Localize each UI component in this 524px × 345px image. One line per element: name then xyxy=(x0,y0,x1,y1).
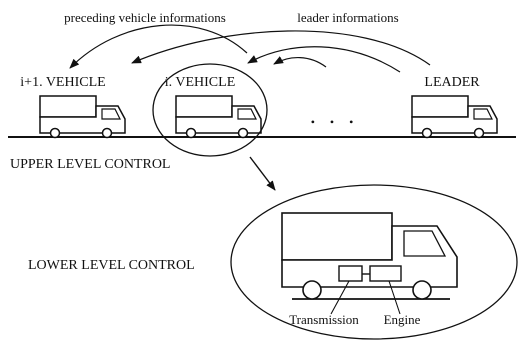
lower-level-ellipse xyxy=(230,184,518,340)
preceding-info-arrow-outer xyxy=(69,24,248,69)
follower-truck-icon xyxy=(39,95,126,139)
leader-truck-icon xyxy=(411,95,498,139)
current-vehicle-label: i. VEHICLE xyxy=(165,75,236,90)
preceding-info-label: preceding vehicle informations xyxy=(64,10,226,25)
transmission-label: Transmission xyxy=(289,312,359,327)
transmission-pointer xyxy=(330,280,350,315)
engine-pointer xyxy=(388,280,401,315)
platoon-ellipsis: • • • xyxy=(311,115,360,129)
large-truck-icon xyxy=(281,212,458,300)
preceding-info-arrow-inner xyxy=(273,56,327,68)
leader-info-label: leader informations xyxy=(297,10,398,25)
transmission-box xyxy=(338,265,363,282)
leader-info-arrow-to-current xyxy=(247,46,401,73)
lower-level-label: LOWER LEVEL CONTROL xyxy=(28,258,195,273)
engine-box xyxy=(369,265,402,282)
zoom-arrow xyxy=(249,156,276,191)
leader-info-arrow-to-follower xyxy=(131,30,431,66)
leader-vehicle-label: LEADER xyxy=(424,75,480,90)
upper-level-ellipse xyxy=(152,63,268,157)
current-truck-icon xyxy=(175,95,262,139)
engine-label: Engine xyxy=(384,312,421,327)
follower-vehicle-label: i+1. VEHICLE xyxy=(20,75,105,90)
upper-level-label: UPPER LEVEL CONTROL xyxy=(10,157,170,172)
